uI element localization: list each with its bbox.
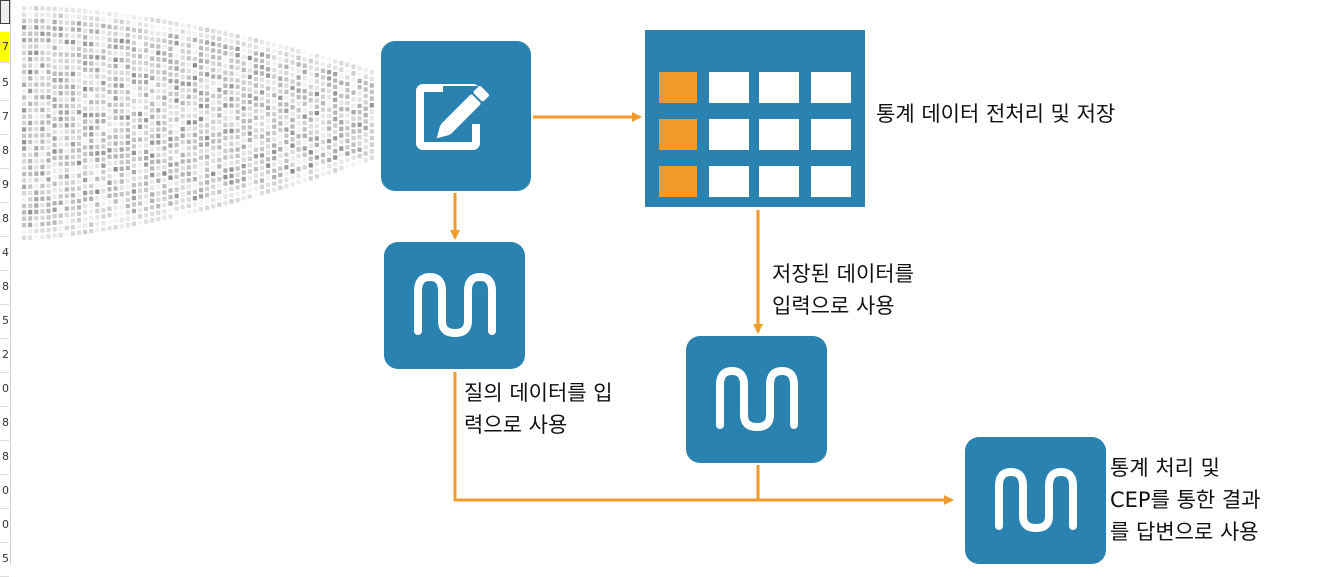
table-value-cell — [709, 72, 749, 103]
query-input-label-line-1: 질의 데이터를 입 — [464, 381, 613, 405]
edit-note-icon — [416, 84, 489, 150]
row-header-number: 8 — [0, 270, 9, 305]
row-header-number: 0 — [0, 372, 9, 407]
pulse-wave-icon — [413, 272, 496, 337]
row-header-number: 8 — [0, 202, 9, 237]
stored-input-label-line-1: 저장된 데이터를 — [772, 262, 914, 286]
table-value-cell — [759, 166, 799, 197]
table-header-cell — [659, 119, 697, 150]
table-header-cell — [659, 72, 697, 103]
row-header-corner — [0, 0, 10, 24]
table-value-cell — [759, 119, 799, 150]
table-value-cell — [811, 119, 851, 150]
row-header-number: 4 — [0, 236, 9, 271]
row-header-number: 8 — [0, 440, 9, 475]
result-label-line-3: 를 답변으로 사용 — [1110, 520, 1259, 544]
result-label-line-1: 통계 처리 및 — [1110, 456, 1220, 480]
row-header-number: 0 — [0, 474, 9, 509]
row-header-selected: 7 — [0, 32, 9, 63]
table-value-cell — [811, 166, 851, 197]
row-header-number: 9 — [0, 168, 9, 203]
row-header-number: 0 — [0, 508, 9, 543]
table-value-cell — [709, 166, 749, 197]
result-label-line-2: CEP를 통한 결과 — [1110, 488, 1261, 512]
stored-input-label-line-2: 입력으로 사용 — [772, 294, 895, 318]
table-header-cell — [659, 166, 697, 197]
row-header-number: 2 — [0, 338, 9, 373]
data-table-node — [645, 30, 865, 207]
data-stream-graphic — [22, 6, 374, 241]
pulse-wave-icon — [994, 467, 1077, 532]
row-header-number: 8 — [0, 406, 9, 441]
query-input-label-line-2: 력으로 사용 — [464, 413, 568, 437]
table-value-cell — [759, 72, 799, 103]
arrow-query-to-result — [453, 372, 954, 505]
pulse-wave-icon — [715, 366, 798, 431]
processor-wave-node — [686, 336, 827, 463]
row-header-number: 8 — [0, 134, 9, 169]
flow-connectors — [450, 112, 954, 505]
table-value-cell — [709, 119, 749, 150]
row-header-number: 5 — [0, 66, 9, 101]
row-header-number: 5 — [0, 304, 9, 339]
table-value-cell — [811, 72, 851, 103]
result-wave-node — [965, 437, 1106, 564]
preprocess-label: 통계 데이터 전처리 및 저장 — [876, 102, 1116, 126]
query-wave-node — [384, 242, 525, 369]
edit-node — [381, 41, 531, 191]
row-header-number: 7 — [0, 100, 9, 135]
